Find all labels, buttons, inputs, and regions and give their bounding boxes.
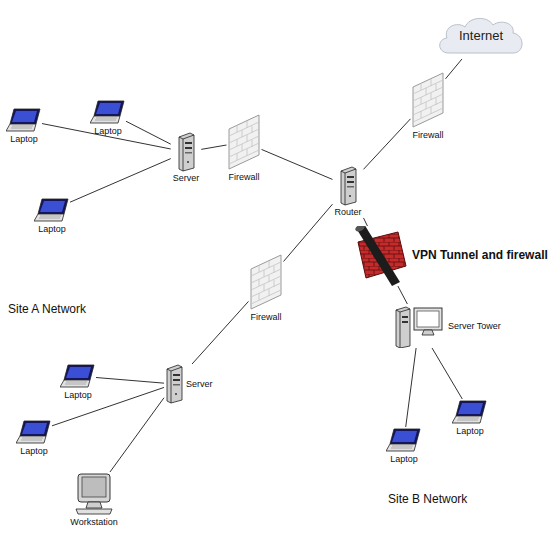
network-link [432,348,462,399]
network-link [284,204,333,261]
network-link [364,218,368,226]
firewall-icon [249,253,283,311]
laptop-icon [60,363,96,389]
device-label: Firewall [410,129,445,141]
device-label: Laptop [388,453,420,465]
laptop-icon: Laptop [452,399,488,437]
laptop-icon: Laptop [60,363,96,401]
network-link [364,119,411,170]
network-link [110,398,164,472]
laptop-icon: Laptop [90,99,126,137]
laptop-icon [34,197,70,223]
server-tower-icon: Server Tower [392,304,503,348]
internet-cloud: Internet [435,13,527,59]
laptop-icon: Laptop [6,107,42,145]
laptop-icon [386,427,422,453]
network-label: Site B Network [388,492,467,506]
device-label: Laptop [62,389,94,401]
device-label: Router [332,206,363,218]
laptop-icon: Laptop [386,427,422,465]
network-link [70,159,171,203]
device-label: Firewall [226,171,261,183]
device-label: Laptop [92,125,124,137]
network-link [262,149,333,179]
firewall-icon: Firewall [226,113,261,183]
device-label: VPN Tunnel and firewall [410,248,550,264]
device-label: Internet [457,28,505,45]
network-link [192,301,248,364]
device-label: Firewall [248,311,283,323]
server-icon [164,364,184,404]
server-icon: Server [164,364,215,404]
device-label: Laptop [8,133,40,145]
network-link [398,286,408,304]
firewall-icon [227,113,261,171]
network-label: Site A Network [8,302,86,316]
laptop-icon [16,419,52,445]
device-label: Laptop [36,223,68,235]
network-link [96,378,164,384]
laptop-icon: Laptop [34,197,70,235]
device-label: Server [171,172,202,184]
server-icon [176,132,196,172]
vpn-tunnel-firewall [354,226,410,286]
server-icon [338,166,358,206]
network-link [201,145,226,149]
server-icon: Router [332,166,363,218]
network-link [126,121,171,144]
laptop-icon [90,99,126,125]
device-label: Laptop [454,425,486,437]
firewall-icon: Firewall [410,71,445,141]
laptop-icon: Laptop [16,419,52,457]
server-icon: Server [171,132,202,184]
workstation-icon [74,472,114,516]
laptop-icon [6,107,42,133]
device-label: Server Tower [446,320,503,332]
firewall-icon [411,71,445,129]
network-link [406,348,416,427]
device-label: Laptop [18,445,50,457]
laptop-icon [452,399,488,425]
server-tower-icon [392,304,446,348]
device-label: Workstation [68,516,119,528]
firewall-icon: Firewall [248,253,283,323]
network-link [42,124,171,149]
device-label: Server [184,378,215,390]
workstation-icon: Workstation [68,472,119,528]
vpn-tunnel-firewall: VPN Tunnel and firewall [354,226,550,286]
network-link [446,59,462,79]
